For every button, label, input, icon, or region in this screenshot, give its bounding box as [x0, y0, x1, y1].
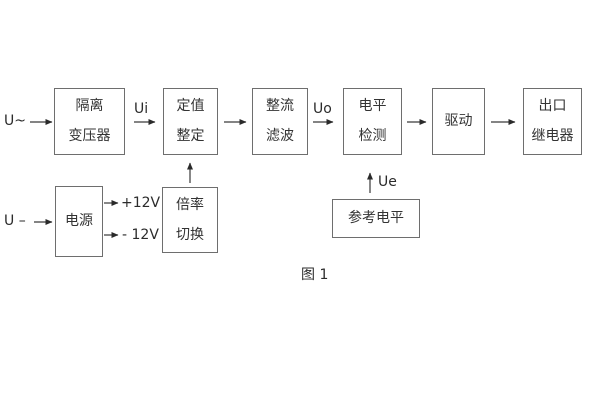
box-level-detect: 电平 检测 — [343, 88, 402, 155]
box-line: 滤波 — [266, 128, 294, 144]
box-line: 切换 — [176, 226, 204, 243]
box-line: 整定 — [176, 128, 205, 144]
input-ac-label: U~ — [4, 113, 26, 129]
figure-caption: 图 1 — [301, 267, 329, 283]
minus-12v-label: - 12V — [122, 227, 159, 243]
box-line: 电源 — [65, 213, 93, 229]
box-ratio-switch: 倍率 切换 — [162, 187, 218, 253]
box-line: 检测 — [358, 128, 387, 144]
box-drive: 驱动 — [432, 88, 485, 155]
box-line: 变压器 — [68, 128, 111, 144]
box-setpoint-adjust: 定值 整定 — [163, 88, 218, 155]
uo-signal-label: Uo — [313, 101, 332, 117]
box-rectify-filter: 整流 滤波 — [252, 88, 308, 155]
plus-12v-label: +12V — [121, 195, 161, 211]
box-power-supply: 电源 — [55, 186, 103, 257]
box-line: 继电器 — [531, 128, 574, 144]
box-isolation-transformer: 隔离 变压器 — [54, 88, 125, 155]
box-reference-level: 参考电平 — [332, 199, 420, 238]
box-line: 参考电平 — [348, 210, 404, 226]
box-line: 出口 — [538, 98, 567, 114]
box-line: 定值 — [176, 98, 205, 114]
box-output-relay: 出口 继电器 — [523, 88, 582, 155]
box-line: 倍率 — [176, 196, 204, 213]
box-line: 驱动 — [444, 113, 473, 129]
ui-signal-label: Ui — [134, 101, 149, 117]
box-line: 电平 — [358, 98, 387, 114]
ue-signal-label: Ue — [378, 174, 397, 190]
box-line: 整流 — [266, 98, 294, 114]
input-dc-label: U – — [4, 213, 26, 229]
box-line: 隔离 — [75, 98, 104, 114]
